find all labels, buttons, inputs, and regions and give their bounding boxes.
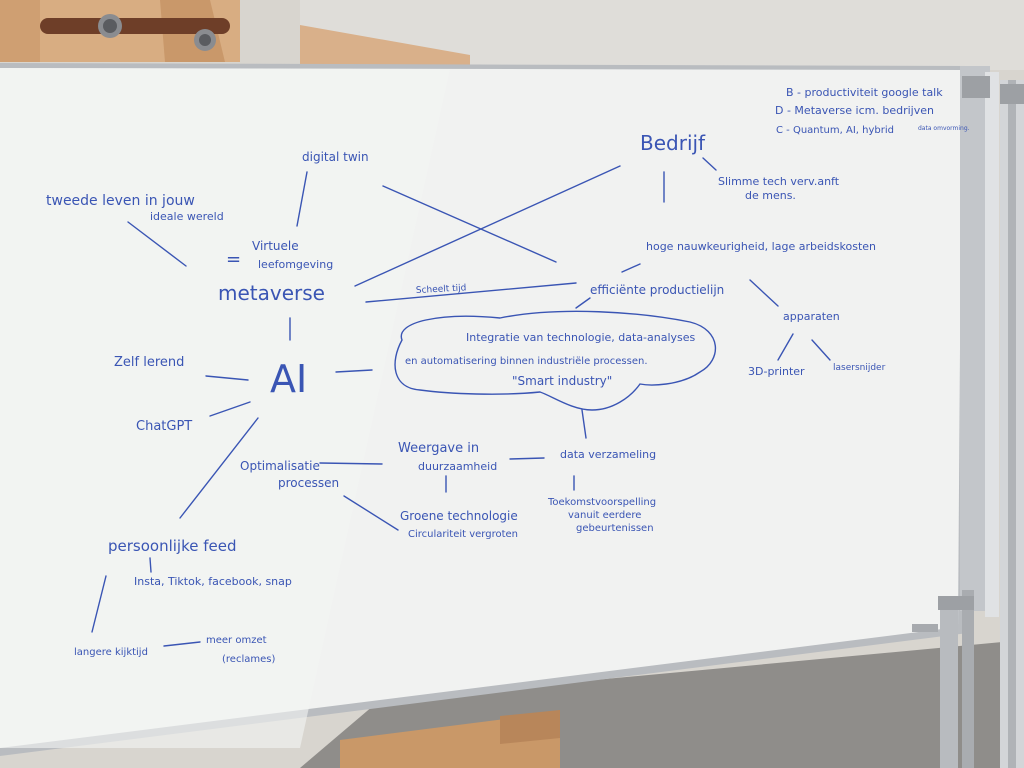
word-apparaten: apparaten — [783, 310, 840, 323]
word-toekomst-2: vanuit eerdere — [568, 510, 641, 521]
word-efficiente: efficiënte productielijn — [590, 283, 724, 297]
word-weergave-2: duurzaamheid — [418, 460, 497, 473]
ceiling — [300, 0, 1024, 70]
curtain-rod — [40, 18, 230, 34]
word-groene-1: Groene technologie — [400, 509, 518, 523]
cloud-line-3: "Smart industry" — [512, 374, 612, 388]
word-social: Insta, Tiktok, facebook, snap — [134, 575, 292, 588]
curtain — [0, 0, 560, 768]
note-c-small: data omvorming. — [918, 125, 970, 132]
word-groene-2: Circulariteit vergroten — [408, 529, 518, 540]
word-equals: = — [226, 249, 241, 270]
word-meer-omzet-2: (reclames) — [222, 654, 275, 665]
word-3d-printer: 3D-printer — [748, 365, 805, 378]
word-langere-kijktijd: langere kijktijd — [74, 647, 148, 658]
word-toekomst-3: gebeurtenissen — [576, 523, 654, 534]
word-lasersnijder: lasersnijder — [833, 363, 886, 373]
note-b: B - productiviteit google talk — [786, 86, 943, 99]
word-data-verzameling: data verzameling — [560, 448, 656, 461]
connector-lines — [91, 157, 831, 647]
word-chatgpt: ChatGPT — [136, 419, 192, 434]
word-weergave-1: Weergave in — [398, 441, 479, 456]
word-optimalisatie-1: Optimalisatie — [240, 459, 320, 473]
word-tweede-leven-2: ideale wereld — [150, 210, 224, 223]
word-virtuele-1: Virtuele — [252, 239, 299, 253]
whiteboard-frame — [0, 63, 1024, 768]
word-bedrijf: Bedrijf — [640, 131, 706, 155]
cloud-line-1: Integratie van technologie, data-analyse… — [466, 331, 696, 344]
stand-leg — [940, 600, 958, 768]
word-metaverse: metaverse — [218, 281, 325, 305]
word-meer-omzet-1: meer omzet — [206, 635, 267, 646]
note-d: D - Metaverse icm. bedrijven — [775, 104, 934, 117]
word-digital-twin: digital twin — [302, 150, 369, 164]
word-persoonlijke-feed: persoonlijke feed — [108, 537, 237, 555]
handwriting: B - productiviteit google talk D - Metav… — [46, 86, 970, 665]
word-slimme-tech-2: de mens. — [745, 189, 796, 202]
word-virtuele-2: leefomgeving — [258, 258, 333, 271]
cloud-line-2: en automatisering binnen industriële pro… — [405, 356, 648, 367]
word-ai: AI — [270, 357, 307, 401]
word-scheelt-tijd: Scheelt tijd — [416, 283, 467, 296]
note-c: C - Quantum, AI, hybrid — [776, 125, 894, 136]
word-toekomst-1: Toekomstvoorspelling — [547, 497, 656, 508]
word-hoge: hoge nauwkeurigheid, lage arbeidskosten — [646, 240, 876, 253]
word-tweede-leven-1: tweede leven in jouw — [46, 193, 195, 209]
word-zelf-lerend: Zelf lerend — [114, 355, 184, 370]
word-optimalisatie-2: processen — [278, 476, 339, 490]
word-slimme-tech-1: Slimme tech verv.anft — [718, 175, 840, 188]
